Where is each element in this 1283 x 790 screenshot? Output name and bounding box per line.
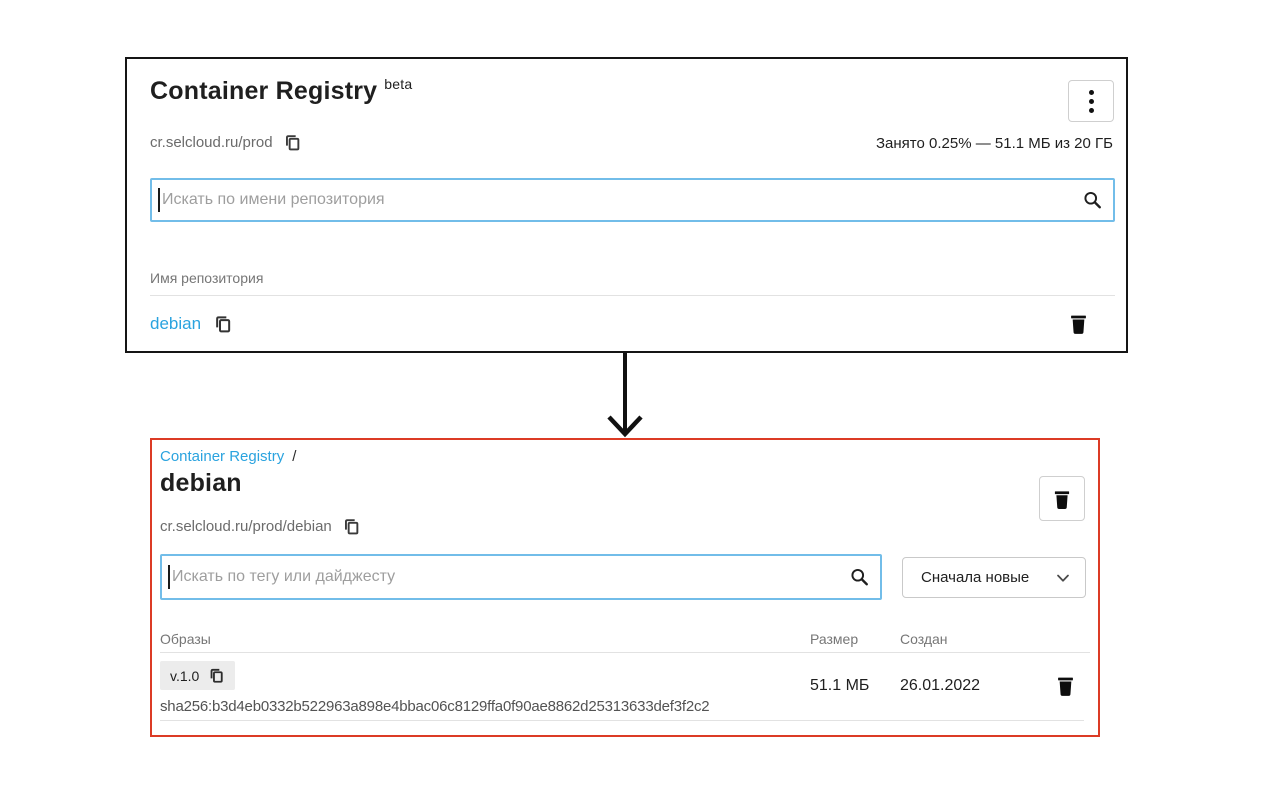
image-created-cell: 26.01.2022 [900, 677, 981, 694]
divider [150, 295, 1115, 296]
copy-icon [210, 668, 223, 683]
copy-tag-button[interactable] [208, 667, 225, 684]
copy-registry-url-button[interactable] [283, 133, 302, 152]
copy-repo-name-button[interactable] [213, 314, 233, 334]
breadcrumb-registry-link[interactable]: Container Registry [160, 448, 285, 465]
chevron-down-icon [1057, 574, 1069, 582]
repository-url-row: cr.selcloud.ru/prod/debian [160, 517, 361, 536]
image-tag-label: v.1.0 [170, 667, 200, 684]
image-tag-chip: v.1.0 [160, 661, 236, 690]
trash-icon [1071, 315, 1086, 334]
trash-icon [1058, 677, 1073, 696]
kebab-icon [1088, 89, 1094, 113]
images-column-header: Образы [160, 631, 211, 647]
delete-repository-button[interactable] [1039, 476, 1085, 521]
beta-badge: beta [384, 76, 413, 92]
sort-order-dropdown[interactable]: Сначала новые [902, 557, 1086, 598]
registry-actions-menu-button[interactable] [1068, 80, 1114, 122]
repository-search-input[interactable] [150, 178, 1115, 222]
text-caret [158, 188, 160, 212]
table-row: v.1.0 sha256:b3d4eb0332b522963a898e4bbac… [152, 653, 1098, 719]
created-column-header: Создан [900, 631, 948, 647]
registry-title: Container Registry [150, 77, 378, 105]
image-size-cell: 51.1 МБ [810, 677, 870, 694]
search-icon [1082, 190, 1103, 211]
breadcrumb: Container Registry / [160, 448, 296, 465]
page-title: Container Registry beta [150, 76, 413, 106]
table-row: debian [150, 306, 1115, 348]
repository-title: debian [160, 469, 242, 497]
registry-url-row: cr.selcloud.ru/prod [150, 133, 302, 152]
copy-icon [285, 135, 299, 151]
repository-panel: Container Registry / debian cr.selcloud.r… [150, 438, 1100, 737]
storage-usage-text: Занято 0.25% — 51.1 МБ из 20 ГБ [876, 135, 1113, 152]
divider [160, 720, 1084, 721]
image-digest: sha256:b3d4eb0332b522963a898e4bbac06c812… [160, 698, 710, 715]
copy-repository-url-button[interactable] [342, 517, 361, 536]
delete-repository-button[interactable] [1066, 311, 1091, 336]
trash-icon [1054, 490, 1070, 509]
copy-icon [216, 316, 231, 333]
breadcrumb-separator: / [292, 448, 297, 465]
repository-url: cr.selcloud.ru/prod/debian [160, 518, 332, 535]
repo-name-column-header: Имя репозитория [150, 270, 264, 286]
delete-image-button[interactable] [1053, 673, 1078, 698]
divider [160, 652, 1090, 653]
tag-search-input[interactable] [160, 554, 882, 600]
search-icon [849, 567, 870, 588]
tag-search [160, 554, 882, 600]
registry-url: cr.selcloud.ru/prod [150, 134, 273, 151]
registry-panel: Container Registry beta cr.selcloud.ru/pr… [125, 57, 1128, 353]
size-column-header: Размер [810, 631, 859, 647]
flow-arrow [607, 353, 643, 438]
text-caret [168, 565, 170, 589]
copy-icon [344, 519, 359, 535]
sort-order-value: Сначала новые [921, 569, 1030, 586]
repository-link[interactable]: debian [150, 314, 202, 333]
repository-search [150, 178, 1115, 222]
